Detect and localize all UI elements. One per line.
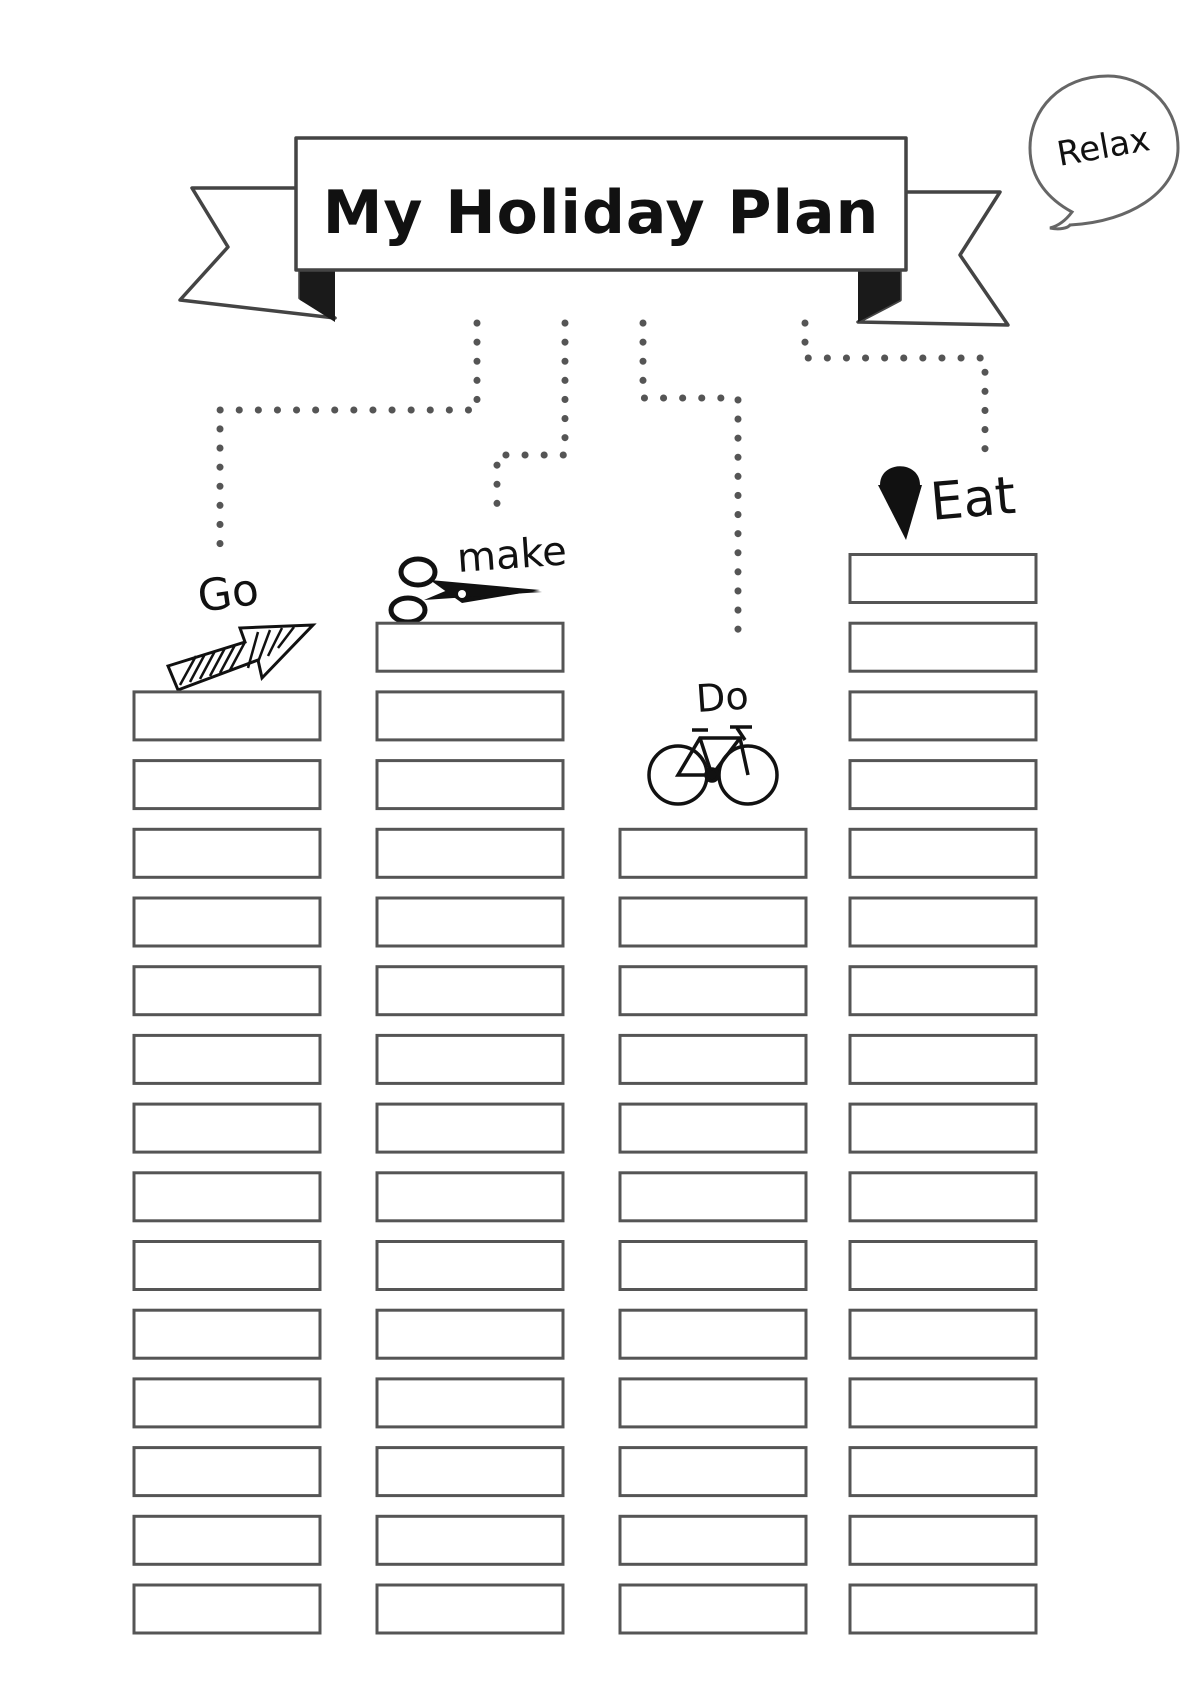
- do-entry-box[interactable]: [618, 1171, 808, 1223]
- make-entry-box[interactable]: [375, 1102, 565, 1154]
- make-entry-box[interactable]: [375, 1171, 565, 1223]
- make-entry-box[interactable]: [375, 1240, 565, 1291]
- eat-entry-box[interactable]: [848, 965, 1038, 1017]
- do-entry-box[interactable]: [618, 1583, 808, 1635]
- go-entry-box[interactable]: [132, 1583, 322, 1635]
- ice-cream-icon: [878, 466, 922, 540]
- eat-entry-box[interactable]: [848, 1033, 1038, 1085]
- do-entry-box[interactable]: [618, 1377, 808, 1429]
- go-entry-box[interactable]: [132, 1171, 322, 1223]
- do-entry-box[interactable]: [618, 1446, 808, 1498]
- go-entry-box[interactable]: [132, 759, 322, 811]
- make-header: make: [388, 528, 568, 625]
- make-entry-box[interactable]: [375, 690, 565, 742]
- title-banner: My Holiday Plan: [178, 136, 1010, 327]
- do-header: Do: [647, 673, 779, 806]
- eat-entry-box[interactable]: [848, 1102, 1038, 1154]
- eat-entry-box[interactable]: [848, 827, 1038, 879]
- make-entry-box[interactable]: [375, 1514, 565, 1566]
- go-label: Go: [194, 564, 262, 623]
- do-entry-box[interactable]: [618, 965, 808, 1017]
- eat-entry-box[interactable]: [848, 759, 1038, 811]
- make-entry-box[interactable]: [375, 1446, 565, 1498]
- do-label: Do: [695, 673, 750, 721]
- go-entry-box[interactable]: [132, 827, 322, 879]
- make-entry-box[interactable]: [375, 759, 565, 811]
- go-entry-box[interactable]: [132, 1102, 322, 1154]
- do-entry-box[interactable]: [618, 1514, 808, 1566]
- do-entry-box[interactable]: [618, 1240, 808, 1291]
- eat-entry-box[interactable]: [848, 690, 1038, 742]
- go-entry-box[interactable]: [132, 1446, 322, 1498]
- dotted-connectors: [216, 319, 989, 636]
- go-entry-box[interactable]: [132, 1033, 322, 1085]
- eat-column: [848, 553, 1038, 1635]
- do-entry-box[interactable]: [618, 1308, 808, 1360]
- make-entry-box[interactable]: [375, 896, 565, 948]
- make-column: [375, 621, 565, 1635]
- go-column: [132, 690, 322, 1635]
- eat-entry-box[interactable]: [848, 1446, 1038, 1498]
- make-entry-box[interactable]: [375, 827, 565, 879]
- arrow-icon: [165, 623, 317, 692]
- go-header: Go: [165, 564, 317, 692]
- do-entry-box[interactable]: [618, 827, 808, 879]
- eat-entry-box[interactable]: [848, 621, 1038, 673]
- make-entry-box[interactable]: [375, 1377, 565, 1429]
- make-entry-box[interactable]: [375, 621, 565, 673]
- make-entry-box[interactable]: [375, 965, 565, 1017]
- make-label: make: [455, 528, 568, 582]
- eat-entry-box[interactable]: [848, 1240, 1038, 1291]
- go-entry-box[interactable]: [132, 1308, 322, 1360]
- do-column: [618, 827, 808, 1635]
- make-entry-box[interactable]: [375, 1033, 565, 1085]
- scissors-icon: [388, 556, 542, 625]
- make-entry-box[interactable]: [375, 1308, 565, 1360]
- make-entry-box[interactable]: [375, 1583, 565, 1635]
- eat-header: Eat: [878, 466, 1018, 540]
- relax-bubble: Relax: [1028, 74, 1180, 231]
- page-title: My Holiday Plan: [323, 178, 880, 248]
- eat-entry-box[interactable]: [848, 1171, 1038, 1223]
- eat-entry-box[interactable]: [848, 1308, 1038, 1360]
- eat-entry-box[interactable]: [848, 1583, 1038, 1635]
- go-entry-box[interactable]: [132, 1240, 322, 1291]
- eat-label: Eat: [928, 466, 1018, 533]
- go-entry-box[interactable]: [132, 1377, 322, 1429]
- do-entry-box[interactable]: [618, 896, 808, 948]
- bicycle-icon: [647, 725, 779, 806]
- go-entry-box[interactable]: [132, 965, 322, 1017]
- go-entry-box[interactable]: [132, 690, 322, 742]
- eat-entry-box[interactable]: [848, 553, 1038, 604]
- eat-entry-box[interactable]: [848, 1377, 1038, 1429]
- eat-entry-box[interactable]: [848, 1514, 1038, 1566]
- go-entry-box[interactable]: [132, 1514, 322, 1566]
- go-entry-box[interactable]: [132, 896, 322, 948]
- eat-entry-box[interactable]: [848, 896, 1038, 948]
- do-entry-box[interactable]: [618, 1102, 808, 1154]
- do-entry-box[interactable]: [618, 1033, 808, 1085]
